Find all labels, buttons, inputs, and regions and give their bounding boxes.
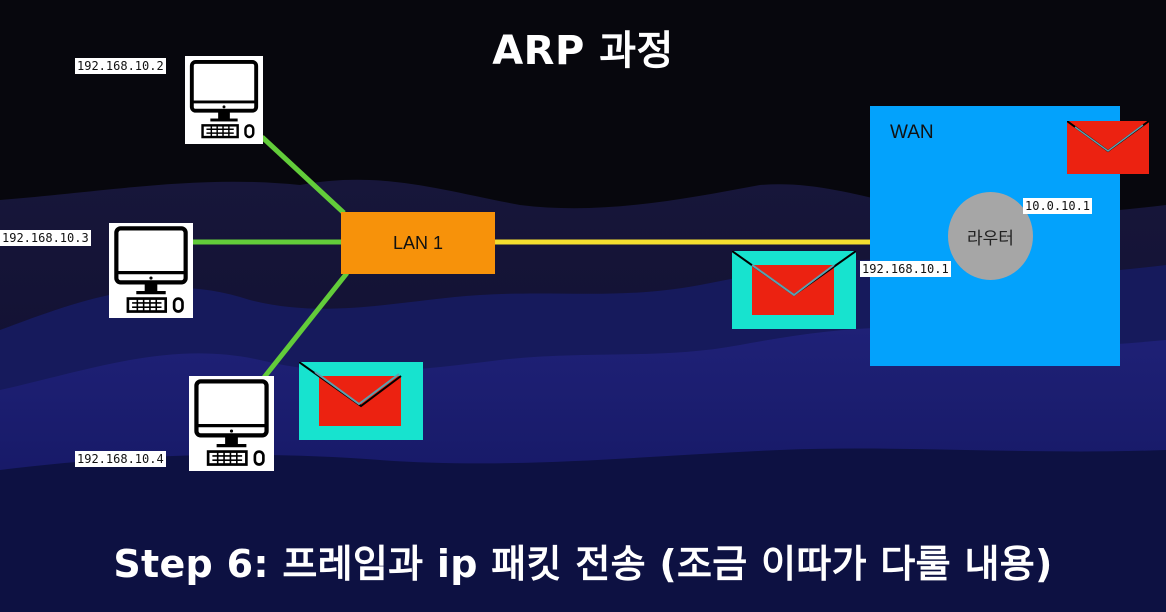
- computer-icon: [185, 56, 263, 144]
- lan-label: LAN 1: [392, 232, 444, 253]
- host-ip-label: 192.168.10.3: [0, 230, 91, 246]
- wan-label: WAN: [890, 122, 934, 143]
- host-ip-label: 192.168.10.2: [75, 58, 166, 74]
- envelope-icon: [1067, 121, 1149, 174]
- envelope-icon: [732, 251, 856, 329]
- page-title: ARP 과정: [492, 28, 674, 74]
- computer-icon: [109, 223, 193, 318]
- router-wan-ip-label: 10.0.10.1: [1023, 198, 1093, 214]
- link-host-1: [260, 135, 346, 215]
- router-label: 라우터: [967, 228, 1014, 249]
- host-ip-label: 192.168.10.4: [75, 451, 166, 467]
- envelope-icon: [299, 362, 423, 440]
- computer-icon: [189, 376, 274, 471]
- router-node: 라우터: [948, 192, 1033, 280]
- link-host-3: [260, 271, 349, 382]
- router-lan-ip-label: 192.168.10.1: [860, 261, 951, 277]
- step-caption: Step 6: 프레임과 ip 패킷 전송 (조금 이따가 다룰 내용): [113, 542, 1053, 586]
- lan-switch: LAN 1: [341, 212, 495, 274]
